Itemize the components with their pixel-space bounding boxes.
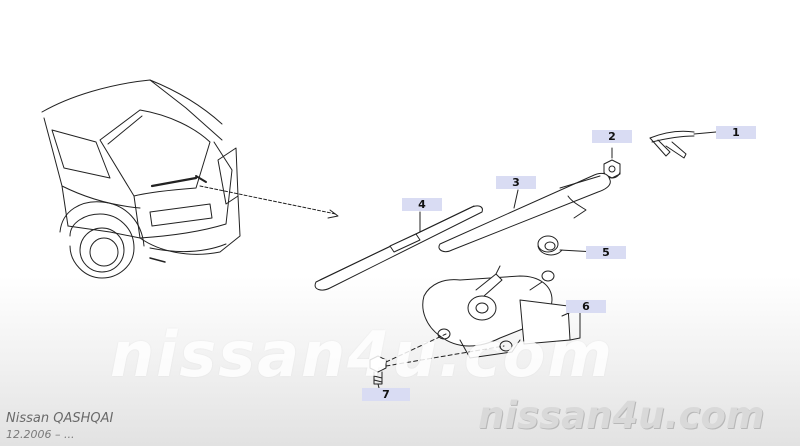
model-name: Nissan QASHQAI [6,411,114,426]
part-wiper-blade [314,205,483,291]
callout-1: 1 [716,126,756,139]
part-wiper-arm [438,172,611,253]
part-wiper-motor [422,265,581,359]
watermark-text: nissan4u.com [110,318,614,391]
callout-7: 7 [362,388,410,401]
callout-6: 6 [566,300,606,313]
car-rear-illustration [41,79,339,279]
brand-logo-text: nissan4u.com [478,394,765,437]
part-bolt [369,333,505,393]
callout-5: 5 [586,246,626,259]
callout-2: 2 [592,130,632,143]
part-wiper-cap [649,130,717,159]
callout-4: 4 [402,198,442,211]
callout-3: 3 [496,176,536,189]
production-date: 12.2006 – ... [6,428,75,441]
part-nut [603,147,621,179]
